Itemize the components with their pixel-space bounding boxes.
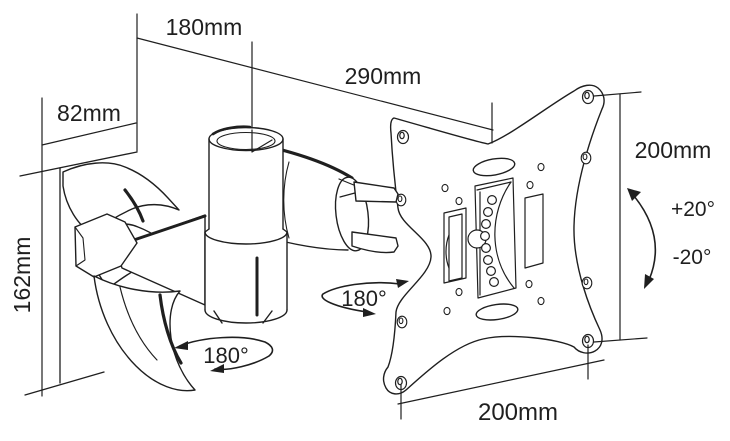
wall-top-edge: [19, 151, 138, 177]
swivel-arrow-plate: [321, 279, 409, 317]
dimension-lines: [41, 13, 648, 420]
swivel-arrow-joint: [174, 336, 274, 373]
cylinder-sides: [208, 138, 284, 230]
vesa-width-200mm-label: 200mm: [478, 399, 558, 426]
vesa-inner-holes: [395, 151, 593, 329]
plate-small-holes: [441, 162, 545, 316]
plate-right-slot: [524, 193, 544, 269]
vesa-plate: [382, 84, 605, 395]
swivel-plate-180-label: 180°: [341, 286, 387, 311]
swivel-plate-arrowhead-2: [363, 308, 376, 317]
swivel-joint-arrowhead-2: [210, 364, 224, 373]
wall-depth-82mm-label: 82mm: [57, 100, 121, 126]
dim-line-82: [41, 122, 137, 146]
swivel-joint-arrowhead-1: [174, 341, 188, 350]
wall-height-162mm-label: 162mm: [9, 237, 35, 314]
bracket-skirt: [93, 275, 196, 392]
plate-ratchet-window: [467, 177, 517, 299]
cylinder-collar-arc: [204, 231, 288, 245]
tilt-arc-arrow: [627, 188, 657, 289]
cylinder-body: [205, 127, 287, 324]
dim-ext-br-hole: [593, 337, 648, 343]
dim-290mm-label: 290mm: [345, 63, 422, 89]
cylinder-bottom-arc: [204, 309, 288, 324]
wall-bottom-edge: [24, 371, 105, 396]
plate-oval-bottom: [475, 303, 519, 321]
swivel-arm-180-label: 180°: [203, 343, 249, 368]
tilt-up-label: +20°: [671, 198, 715, 221]
cylinder-top-notch: [251, 129, 273, 153]
joint-cylinder: [204, 125, 288, 324]
dim-180mm-label: 180mm: [166, 14, 243, 40]
arm-shading-curve: [283, 161, 290, 239]
bracket-hex-inner: [74, 226, 86, 267]
plate-oval-top: [472, 157, 516, 177]
bracket-top-accent: [123, 188, 145, 223]
swivel-plate-arrowhead-1: [396, 279, 409, 288]
dim-ext-tr-hole: [593, 91, 642, 97]
bracket-hex-hub: [74, 213, 138, 278]
cylinder-top-rim-accent: [211, 125, 252, 136]
dim-line-top: [136, 37, 494, 131]
tilt-arrowhead-down: [644, 274, 654, 289]
wall-bracket: [62, 162, 207, 392]
vesa-height-200mm-label: 200mm: [635, 137, 712, 163]
cylinder-top-inner: [216, 131, 276, 151]
cylinder-bottom-bevel: [213, 310, 273, 324]
dim-line-200-bottom: [397, 359, 605, 405]
bracket-skirt-curve: [119, 286, 158, 361]
tilt-down-label: -20°: [673, 246, 712, 269]
tilt-arrowhead-up: [627, 188, 641, 201]
bracket-skirt-accent: [158, 293, 183, 365]
hinge-top-tab: [353, 181, 399, 203]
hinge-bottom-tab: [351, 231, 399, 254]
wall-plate: [19, 151, 138, 396]
plate-left-latch: [443, 207, 467, 284]
